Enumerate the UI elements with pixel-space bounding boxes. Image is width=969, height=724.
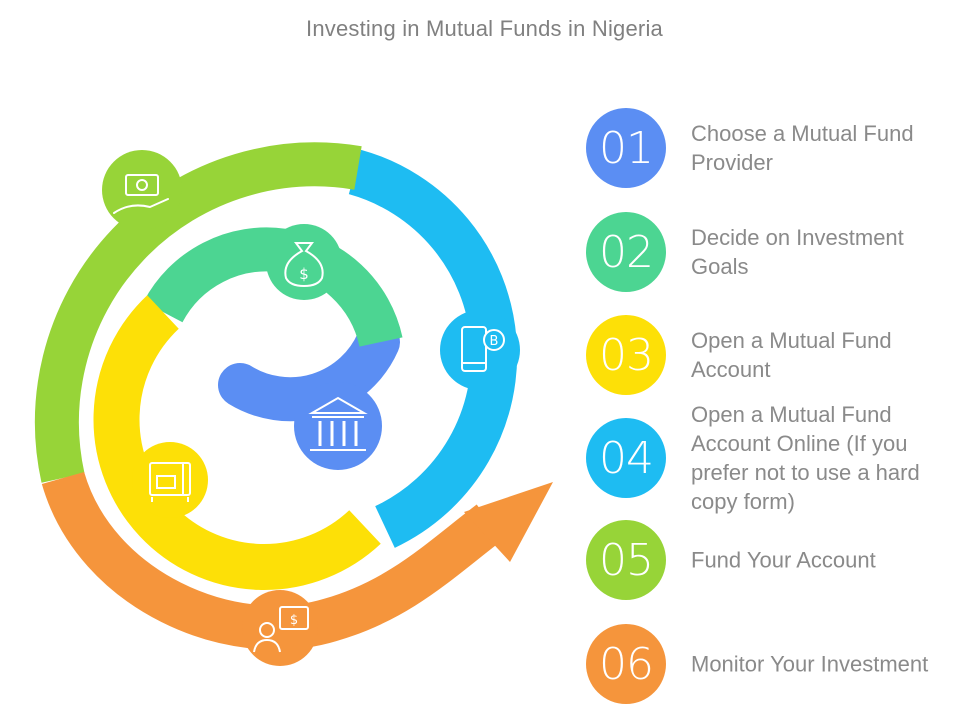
svg-text:B: B: [490, 334, 499, 349]
step-label: Open a Mutual Fund Account: [691, 328, 892, 382]
svg-text:$: $: [290, 613, 298, 628]
money-bag-icon: $: [266, 224, 342, 300]
step-label: Monitor Your Investment: [691, 651, 929, 677]
arrow-head: [464, 482, 553, 562]
step-3: 03 Open a Mutual Fund Account: [586, 315, 966, 395]
mobile-bitcoin-icon: B: [440, 310, 520, 390]
step-label: Fund Your Account: [691, 547, 876, 573]
step-number-badge: 04: [586, 418, 666, 498]
spiral-segment-yellow: [93, 295, 381, 590]
bank-icon: [294, 382, 382, 470]
step-1: 01 Choose a Mutual Fund Provider: [586, 108, 966, 188]
page-title: Investing in Mutual Funds in Nigeria: [306, 16, 663, 41]
step-number-badge: 05: [586, 520, 666, 600]
step-number-badge: 01: [586, 108, 666, 188]
svg-text:$: $: [299, 265, 309, 283]
step-2: 02 Decide on Investment Goals: [586, 212, 966, 292]
step-6: 06 Monitor Your Investment: [586, 624, 966, 704]
safe-icon: [132, 442, 208, 518]
step-label: Choose a Mutual Fund Provider: [691, 121, 914, 175]
money-hand-icon: [102, 150, 182, 230]
step-label: Decide on Investment Goals: [691, 225, 904, 279]
step-number-badge: 03: [586, 315, 666, 395]
spiral-segment-green: [34, 142, 362, 483]
step-number-badge: 06: [586, 624, 666, 704]
step-number-badge: 02: [586, 212, 666, 292]
step-label: Open a Mutual Fund Account Online (If yo…: [691, 402, 920, 514]
investor-screen-icon: $: [242, 590, 318, 666]
step-5: 05 Fund Your Account: [586, 520, 966, 600]
step-4: 04 Open a Mutual Fund Account Online (If…: [586, 402, 966, 514]
